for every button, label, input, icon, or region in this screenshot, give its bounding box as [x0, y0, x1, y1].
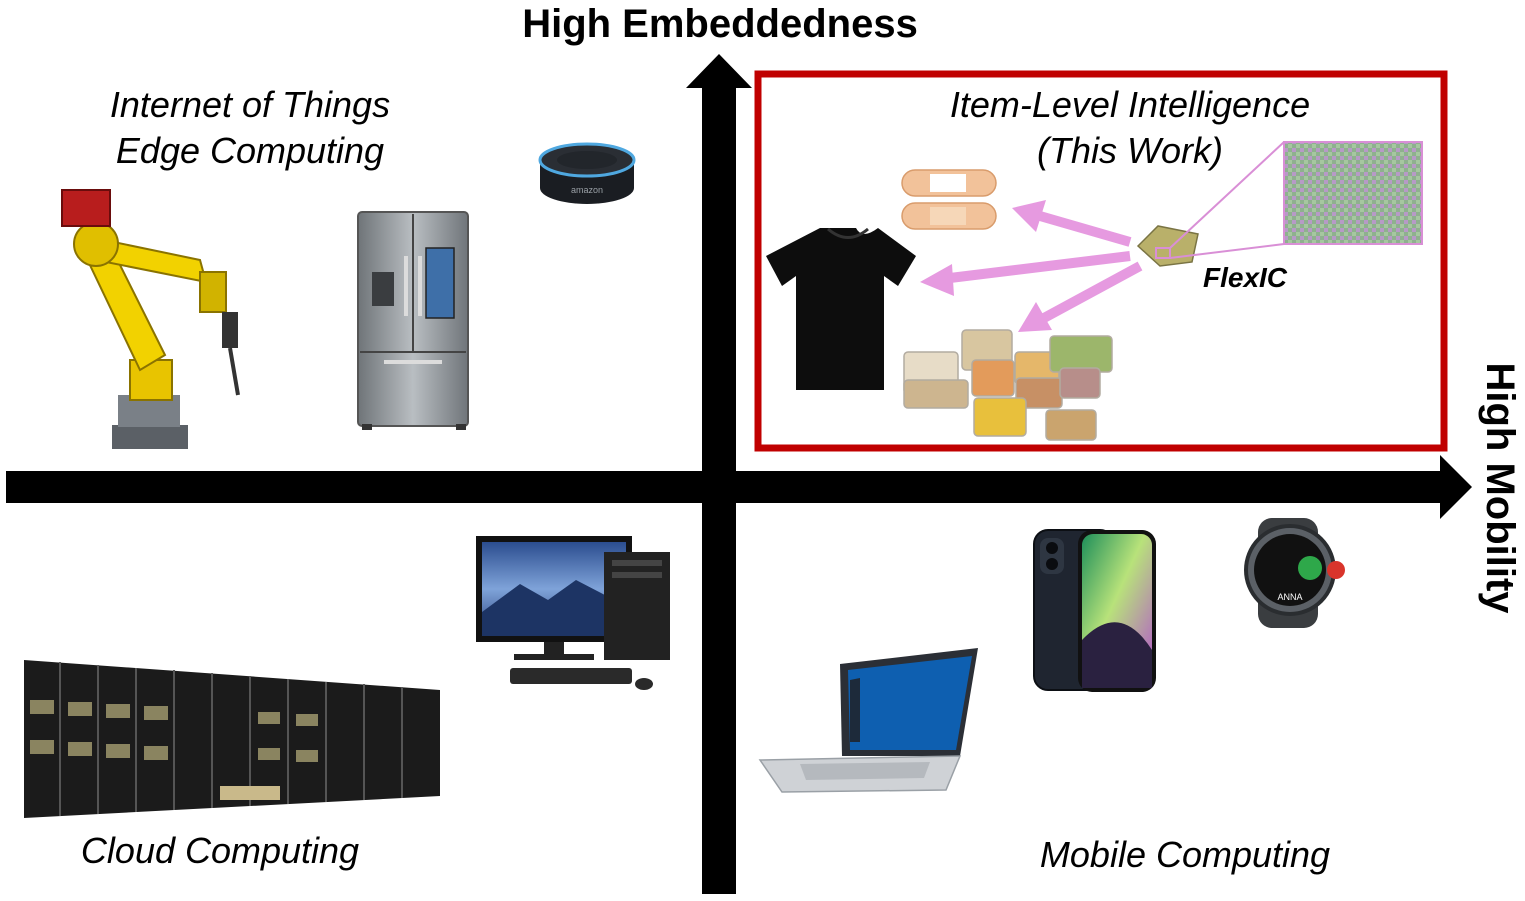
flexic-chip-icon: [1136, 141, 1423, 267]
flexic-chip-label: FlexIC: [1203, 262, 1288, 293]
smartwatch-icon: ANNA: [1244, 518, 1345, 628]
chip-to-items-arrows: [920, 200, 1143, 332]
quadrant-label-item-level-line2: (This Work): [1037, 130, 1223, 171]
quadrant-label-iot-line1: Internet of Things: [109, 84, 391, 125]
quadrant-label-mobile: Mobile Computing: [1039, 834, 1331, 875]
vertical-axis-label: High Embeddedness: [522, 2, 918, 46]
smart-speaker-icon: amazon: [538, 142, 636, 204]
this-work-highlight-box: [754, 70, 1448, 452]
horizontal-axis-arrow: [6, 455, 1472, 519]
quadrant-label-iot: Internet of Things Edge Computing: [60, 82, 440, 174]
bandage-icon: [901, 169, 997, 230]
quadrant-label-iot-line2: Edge Computing: [115, 130, 385, 171]
horizontal-axis-label: High Mobility: [1478, 362, 1522, 614]
desktop-pc-icon: [476, 536, 670, 690]
food-containers-icon: [903, 329, 1113, 441]
quadrant-label-item-level: Item-Level Intelligence (This Work): [900, 82, 1360, 174]
smartphone-icon: [1033, 529, 1156, 692]
tshirt-icon: [766, 227, 916, 390]
smart-fridge-icon: [357, 211, 469, 430]
watch-caller-label: ANNA: [1277, 592, 1302, 602]
server-rack-icon: [24, 660, 440, 818]
robot-arm-icon: [61, 189, 240, 449]
speaker-brand-label: amazon: [571, 185, 603, 195]
laptop-icon: [758, 648, 978, 793]
quadrant-label-cloud: Cloud Computing: [80, 830, 360, 871]
quadrant-label-item-level-line1: Item-Level Intelligence: [949, 84, 1311, 125]
